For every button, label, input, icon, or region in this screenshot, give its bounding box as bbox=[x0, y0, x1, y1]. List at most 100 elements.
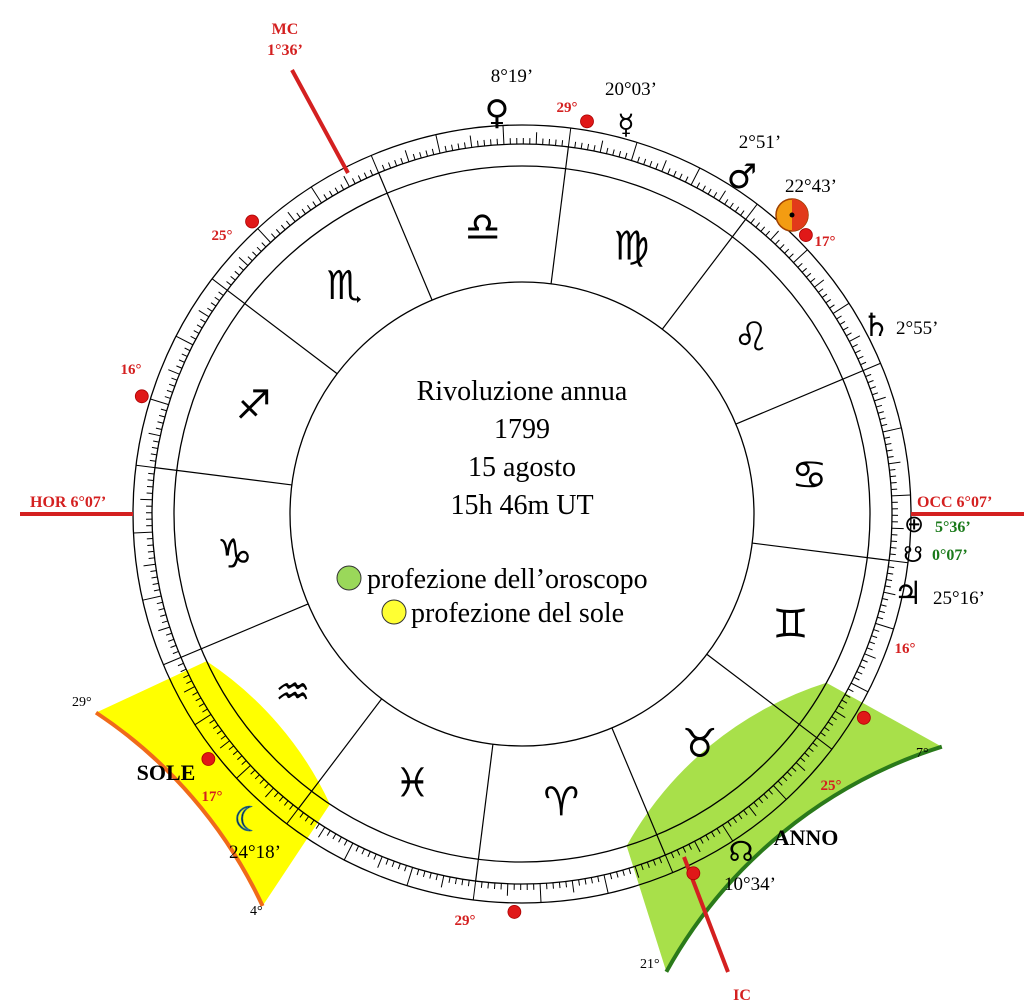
degree-tick bbox=[877, 411, 884, 414]
degree-tick bbox=[552, 882, 554, 889]
degree-tick bbox=[567, 128, 572, 147]
sole-label: SOLE bbox=[137, 760, 196, 785]
degree-tick bbox=[640, 864, 644, 871]
degree-tick bbox=[178, 359, 185, 363]
degree-tick bbox=[859, 665, 866, 669]
degree-tick bbox=[310, 819, 315, 826]
sign-divider bbox=[611, 727, 666, 856]
degree-tick bbox=[142, 595, 162, 601]
degree-tick bbox=[385, 858, 389, 865]
degree-tick bbox=[156, 601, 163, 605]
degree-tick bbox=[419, 152, 422, 159]
mercury-degree: 20°03’ bbox=[605, 79, 657, 100]
degree-tick bbox=[597, 876, 600, 883]
degree-tick bbox=[782, 776, 788, 782]
degree-tick bbox=[490, 139, 492, 146]
zodiac-signs: ♎♏♐♑♒♓♈♉♊♋♌♍ bbox=[217, 205, 827, 826]
degree-tick bbox=[318, 826, 326, 838]
degree-tick bbox=[880, 604, 887, 607]
degree-tick bbox=[369, 169, 374, 176]
degree-tick bbox=[238, 257, 249, 266]
degree-tick bbox=[299, 812, 304, 818]
degree-tick bbox=[670, 852, 675, 859]
degree-tick bbox=[400, 157, 404, 164]
red-marker bbox=[798, 228, 813, 242]
degree-tick bbox=[454, 878, 457, 885]
degree-tick bbox=[578, 879, 581, 886]
degree-tick bbox=[661, 160, 667, 172]
degree-tick bbox=[226, 281, 232, 286]
degree-tick bbox=[593, 145, 596, 152]
degree-tick bbox=[555, 139, 557, 146]
degree-tick bbox=[869, 386, 876, 390]
degree-tick bbox=[836, 315, 842, 320]
degree-tick bbox=[599, 140, 604, 153]
degree-tick bbox=[711, 831, 715, 838]
degree-tick bbox=[230, 275, 236, 281]
degree-tick bbox=[722, 824, 734, 842]
degree-tick bbox=[323, 194, 328, 200]
degree-tick bbox=[487, 882, 489, 889]
mars-icon: ♂ bbox=[727, 157, 757, 197]
degree-tick bbox=[696, 182, 701, 189]
degree-tick bbox=[166, 389, 173, 393]
sign-divider bbox=[706, 653, 818, 739]
degree-tick bbox=[652, 859, 656, 866]
degree-tick bbox=[195, 697, 202, 702]
degree-tick bbox=[797, 263, 803, 268]
degree-tick bbox=[435, 874, 438, 881]
degree-tick bbox=[168, 638, 175, 642]
degree-tick bbox=[755, 222, 761, 228]
degree-tick bbox=[161, 620, 168, 624]
degree-tick bbox=[580, 142, 583, 149]
degree-tick bbox=[857, 355, 864, 360]
degree-tick bbox=[275, 229, 281, 235]
degree-tick bbox=[404, 150, 410, 162]
degree-tick bbox=[238, 265, 244, 271]
degree-tick bbox=[440, 875, 445, 888]
degree-tick bbox=[210, 302, 217, 307]
degree-tick bbox=[170, 644, 177, 648]
degree-tick bbox=[743, 809, 748, 816]
degree-tick bbox=[176, 365, 183, 369]
degree-tick bbox=[883, 591, 896, 596]
degree-tick bbox=[304, 816, 310, 822]
degree-tick bbox=[198, 703, 205, 707]
mars-degree: 2°51’ bbox=[739, 132, 781, 153]
degree-tick bbox=[202, 708, 208, 713]
degree-tick bbox=[688, 844, 692, 850]
degree-tick bbox=[808, 747, 814, 753]
sole-start-degree: 29° bbox=[72, 695, 92, 710]
degree-tick bbox=[307, 204, 312, 211]
red-markers: 29°17°16°25°29°17°25°16° bbox=[121, 100, 916, 929]
degree-tick bbox=[329, 190, 333, 197]
degree-tick bbox=[865, 373, 872, 378]
degree-tick bbox=[609, 873, 613, 880]
degree-tick bbox=[361, 848, 365, 855]
degree-tick bbox=[649, 160, 653, 167]
degree-tick bbox=[254, 774, 260, 780]
degree-tick bbox=[425, 150, 428, 157]
degree-tick bbox=[860, 361, 867, 366]
degree-tick bbox=[183, 674, 190, 679]
anno-end-degree: 21° bbox=[640, 957, 660, 972]
degree-tick bbox=[332, 833, 337, 840]
degree-tick bbox=[622, 869, 625, 876]
degree-tick bbox=[740, 210, 745, 216]
degree-tick bbox=[388, 162, 392, 169]
degree-tick bbox=[673, 170, 677, 177]
degree-tick bbox=[882, 427, 902, 433]
degree-tick bbox=[655, 163, 659, 170]
degree-tick bbox=[821, 293, 828, 298]
degree-tick bbox=[874, 396, 886, 402]
legend-green-dot bbox=[336, 565, 362, 591]
moon-degree: 24°18’ bbox=[229, 842, 281, 863]
center-title-line2: 1799 bbox=[494, 414, 550, 445]
red-marker-label: 17° bbox=[202, 789, 223, 805]
saturn-degree: 2°55’ bbox=[896, 318, 938, 339]
degree-tick bbox=[637, 156, 640, 163]
degree-tick bbox=[842, 326, 849, 331]
degree-tick bbox=[147, 479, 154, 481]
degree-tick bbox=[467, 880, 470, 887]
degree-tick bbox=[684, 176, 689, 183]
